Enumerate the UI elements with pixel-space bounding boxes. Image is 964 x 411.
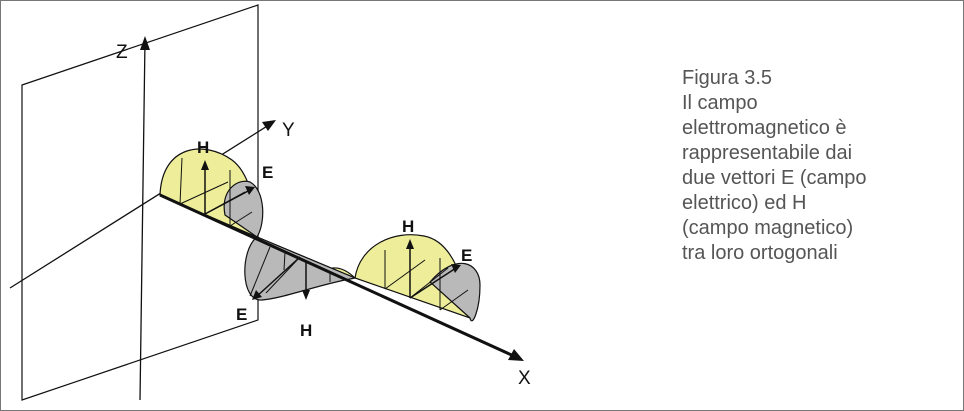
z-axis bbox=[139, 39, 146, 401]
e-vector-label: E bbox=[262, 163, 273, 182]
e-vector-arrow bbox=[204, 189, 251, 215]
caption-line: rappresentabile dai bbox=[682, 142, 853, 164]
z-axis-label: Z bbox=[116, 42, 128, 63]
h-vector-arrowhead bbox=[201, 160, 209, 170]
caption-line: (campo magnetico) bbox=[682, 217, 854, 239]
y-axis-arrowhead bbox=[262, 120, 276, 131]
e-vector-arrowhead bbox=[451, 264, 461, 273]
electric-lobe bbox=[429, 262, 481, 322]
h-vector-arrowhead bbox=[406, 239, 414, 249]
e-vector-arrowhead bbox=[252, 290, 262, 300]
x-axis-label: X bbox=[518, 368, 531, 389]
electric-lobe bbox=[244, 236, 358, 301]
yz-reference-plane bbox=[21, 4, 259, 401]
e-vector-label: E bbox=[461, 246, 472, 265]
h-vector-label: H bbox=[197, 138, 209, 157]
e-vector-arrowhead bbox=[245, 186, 255, 195]
e-vector-label: E bbox=[236, 305, 247, 324]
caption-line: due vettori E (campo bbox=[682, 167, 867, 189]
h-vector-label: H bbox=[300, 321, 312, 340]
x-axis bbox=[159, 193, 517, 359]
e-vector-arrow bbox=[255, 256, 301, 298]
caption-line: elettrico) ed H bbox=[682, 192, 807, 214]
caption-line: elettromagnetico è bbox=[682, 117, 847, 139]
h-vector-arrowhead bbox=[302, 290, 310, 300]
h-vector-label: H bbox=[402, 217, 414, 236]
electric-lobe bbox=[223, 180, 264, 238]
y-axis bbox=[9, 122, 273, 289]
caption-line: Il campo bbox=[682, 92, 758, 114]
y-axis-label: Y bbox=[282, 120, 295, 141]
e-vector-arrow bbox=[409, 267, 457, 299]
figure-caption: Figura 3.5 Il campo elettromagnetico è r… bbox=[682, 66, 952, 266]
caption-figure-number: Figura 3.5 bbox=[682, 67, 773, 89]
z-axis-arrowhead bbox=[140, 36, 150, 50]
caption-line: tra loro ortogonali bbox=[682, 242, 838, 264]
x-axis-arrowhead bbox=[508, 349, 524, 361]
